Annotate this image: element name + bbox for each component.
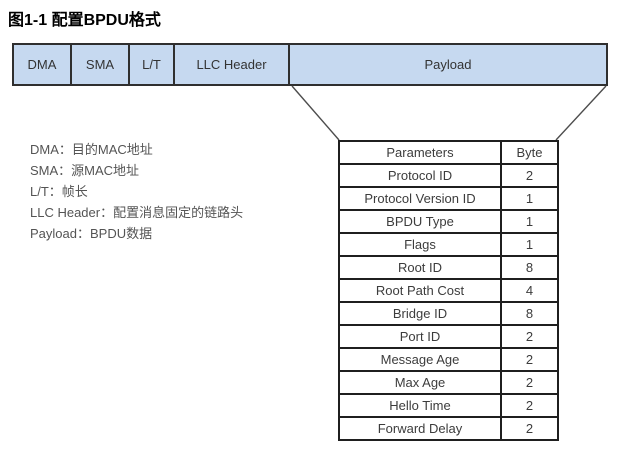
table-row: Protocol ID 2 bbox=[338, 163, 559, 188]
param-cell: Root ID bbox=[338, 255, 502, 280]
byte-cell: 2 bbox=[500, 324, 559, 349]
frame-segment-sma: SMA bbox=[70, 45, 128, 84]
param-cell: Port ID bbox=[338, 324, 502, 349]
frame-segment-dma: DMA bbox=[14, 45, 70, 84]
param-cell: Max Age bbox=[338, 370, 502, 395]
legend-line-lt: L/T：帧长 bbox=[30, 184, 88, 199]
table-row: Flags 1 bbox=[338, 232, 559, 257]
frame-segment-label: Payload bbox=[424, 57, 472, 72]
param-cell: Root Path Cost bbox=[338, 278, 502, 303]
frame-segment-payload: Payload bbox=[288, 45, 606, 84]
table-row: Root Path Cost 4 bbox=[338, 278, 559, 303]
byte-cell: 2 bbox=[500, 163, 559, 188]
frame-segment-llc-header: LLC Header bbox=[173, 45, 288, 84]
param-cell: Protocol Version ID bbox=[338, 186, 502, 211]
table-row: Hello Time 2 bbox=[338, 393, 559, 418]
byte-cell: 1 bbox=[500, 209, 559, 234]
param-cell: Flags bbox=[338, 232, 502, 257]
legend-line-llc: LLC Header：配置消息固定的链路头 bbox=[30, 205, 244, 220]
byte-cell: 2 bbox=[500, 416, 559, 441]
table-row: Forward Delay 2 bbox=[338, 416, 559, 441]
table-row: Root ID 8 bbox=[338, 255, 559, 280]
table-row: BPDU Type 1 bbox=[338, 209, 559, 234]
byte-cell: 1 bbox=[500, 186, 559, 211]
table-row: Message Age 2 bbox=[338, 347, 559, 372]
table-row: Bridge ID 8 bbox=[338, 301, 559, 326]
legend-line-payload: Payload：BPDU数据 bbox=[30, 226, 153, 241]
field-descriptions: DMA：目的MAC地址 SMA：源MAC地址 L/T：帧长 LLC Header… bbox=[30, 139, 243, 244]
byte-cell: 1 bbox=[500, 232, 559, 257]
byte-cell: 4 bbox=[500, 278, 559, 303]
legend-line-sma: SMA：源MAC地址 bbox=[30, 163, 140, 178]
bpdu-fields-table: Parameters Byte Protocol ID 2 Protocol V… bbox=[338, 140, 559, 441]
param-cell: BPDU Type bbox=[338, 209, 502, 234]
funnel-line-left bbox=[291, 85, 340, 141]
param-cell: Bridge ID bbox=[338, 301, 502, 326]
ethernet-frame-diagram: DMA SMA L/T LLC Header Payload bbox=[12, 43, 608, 86]
table-row: Port ID 2 bbox=[338, 324, 559, 349]
frame-segment-label: L/T bbox=[142, 57, 161, 72]
param-cell: Message Age bbox=[338, 347, 502, 372]
byte-cell: 2 bbox=[500, 393, 559, 418]
byte-cell: 2 bbox=[500, 370, 559, 395]
table-header-parameters: Parameters bbox=[338, 140, 502, 165]
figure-title: 图1-1 配置BPDU格式 bbox=[8, 12, 161, 29]
frame-segment-label: LLC Header bbox=[196, 57, 267, 72]
table-header-row: Parameters Byte bbox=[338, 140, 559, 165]
table-row: Max Age 2 bbox=[338, 370, 559, 395]
byte-cell: 8 bbox=[500, 301, 559, 326]
param-cell: Forward Delay bbox=[338, 416, 502, 441]
frame-segment-lt: L/T bbox=[128, 45, 173, 84]
frame-segment-label: SMA bbox=[85, 57, 115, 72]
frame-segment-label: DMA bbox=[27, 57, 57, 72]
table-header-byte: Byte bbox=[500, 140, 559, 165]
param-cell: Protocol ID bbox=[338, 163, 502, 188]
param-cell: Hello Time bbox=[338, 393, 502, 418]
funnel-line-right bbox=[555, 85, 607, 141]
legend-line-dma: DMA：目的MAC地址 bbox=[30, 142, 153, 157]
byte-cell: 2 bbox=[500, 347, 559, 372]
table-row: Protocol Version ID 1 bbox=[338, 186, 559, 211]
byte-cell: 8 bbox=[500, 255, 559, 280]
